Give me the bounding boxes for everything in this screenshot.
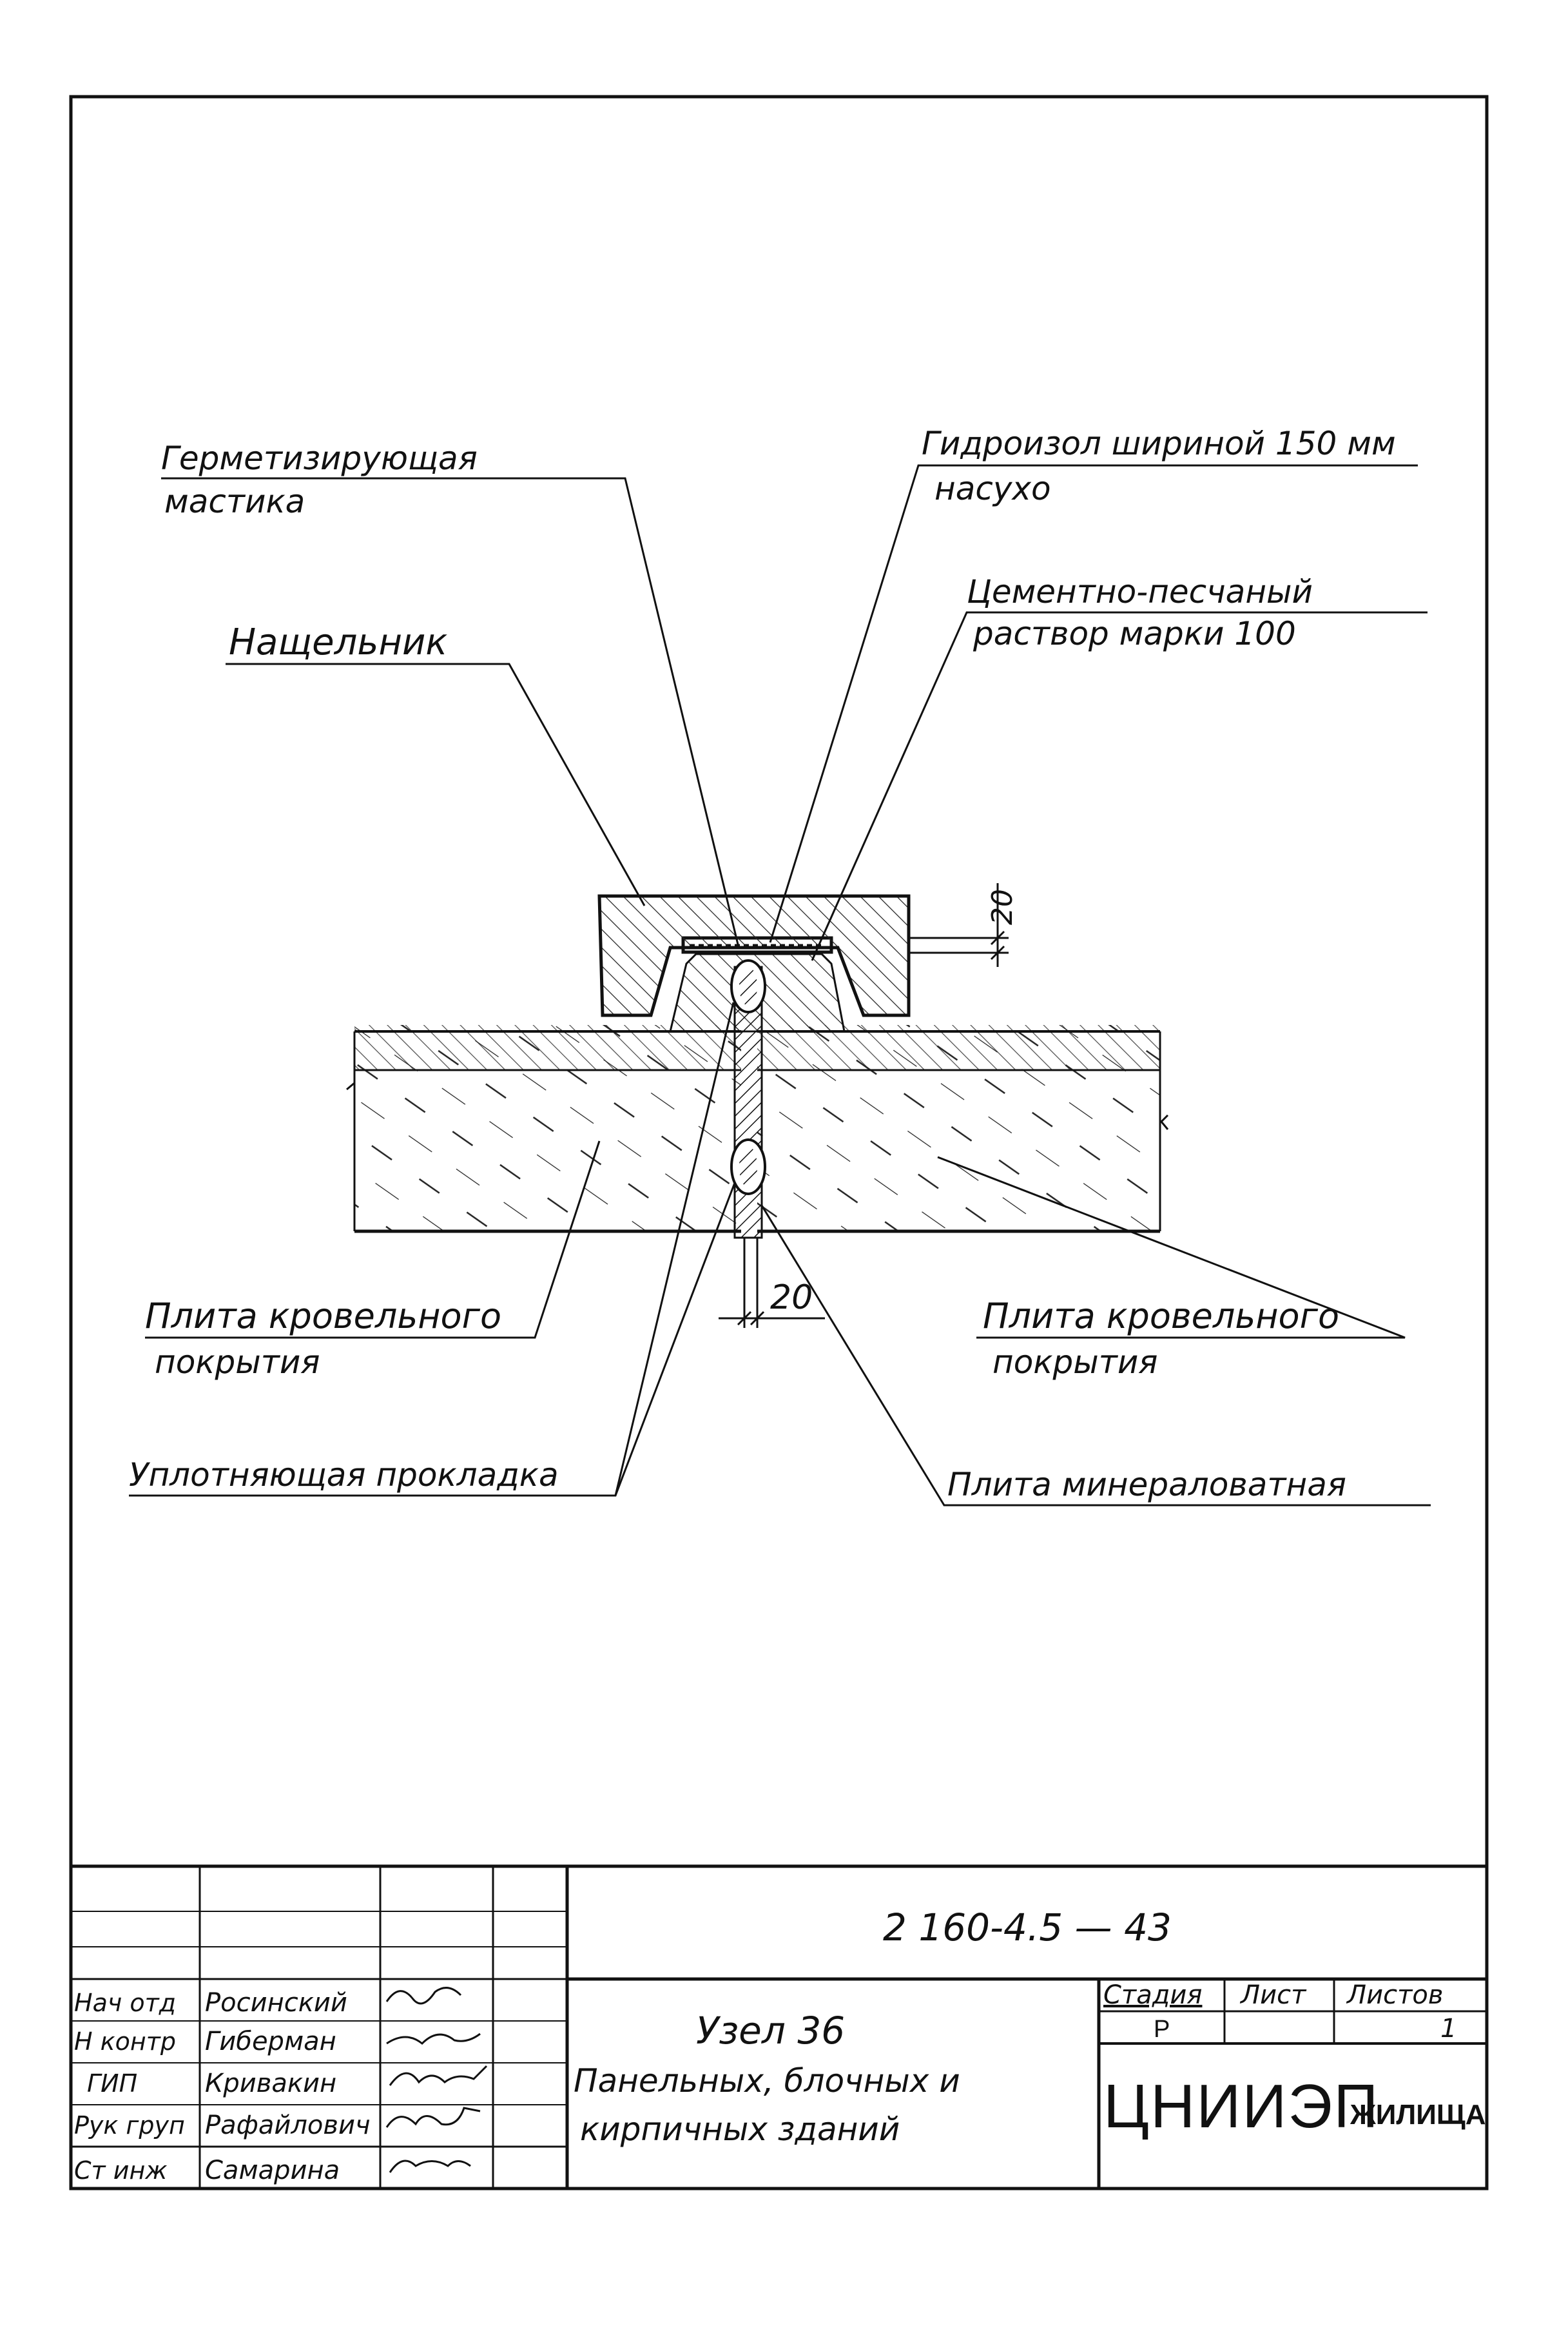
cover-strip <box>597 894 911 1017</box>
label-mortar-2: раствор марки 100 <box>973 615 1296 652</box>
stage-header: Стадия <box>1103 1980 1202 2010</box>
label-hydro-insulation-2: насухо <box>934 470 1051 507</box>
dimension-bottom-value: 20 <box>770 1278 813 1317</box>
label-mortar: Цементно-песчаный <box>967 573 1313 610</box>
sheets-header: Листов <box>1346 1980 1443 2010</box>
label-slab-left: Плита кровельного <box>145 1296 501 1336</box>
callouts <box>129 464 1431 1507</box>
label-sealing-mastic: Герметизирующая <box>161 440 478 477</box>
left-roof-slab <box>346 1025 741 1233</box>
dimension-bottom <box>719 1238 825 1328</box>
person-name: Самарина <box>205 2156 340 2185</box>
label-gasket: Уплотняющая прокладка <box>129 1456 559 1494</box>
dimension-top <box>909 883 1009 967</box>
person-name: Росинский <box>205 1988 347 2018</box>
signatures-table: Нач отд Росинский Н контр Гиберман ГИП К… <box>74 1988 371 2185</box>
org-name-2: ЖИЛИЩА <box>1350 2099 1486 2131</box>
handwritten-signatures <box>385 1987 488 2173</box>
label-sealing-mastic-2: мастика <box>164 483 305 520</box>
document-code: 2 160-4.5 — 43 <box>883 1906 1172 1949</box>
person-role: ГИП <box>87 2069 137 2098</box>
joint-cross-section: 20 20 <box>346 883 1169 1328</box>
label-slab-right-2: покрытия <box>992 1343 1157 1381</box>
label-mineral-wool: Плита минераловатная <box>947 1466 1346 1503</box>
person-name: Рафайлович <box>205 2111 371 2140</box>
sheet-frame <box>69 95 1489 2190</box>
stage-value: Р <box>1154 2016 1170 2043</box>
sheet-header: Лист <box>1239 1980 1307 2010</box>
label-cover-strip: Нащельник <box>229 621 447 663</box>
person-name: Гиберман <box>205 2027 336 2056</box>
title-block <box>71 1864 1487 2189</box>
drawing-subtitle-2: кирпичных зданий <box>580 2111 900 2148</box>
person-role: Ст инж <box>74 2156 168 2185</box>
person-name: Кривакин <box>205 2069 336 2098</box>
drawing-subtitle-1: Панельных, блочных и <box>574 2062 960 2100</box>
label-slab-left-2: покрытия <box>155 1343 320 1381</box>
person-role: Н контр <box>74 2027 176 2056</box>
label-slab-right: Плита кровельного <box>983 1296 1339 1336</box>
sheets-value: 1 <box>1440 2014 1457 2043</box>
person-role: Нач отд <box>74 1989 176 2017</box>
person-role: Рук груп <box>74 2111 185 2140</box>
dimension-top-value: 20 <box>986 889 1019 925</box>
org-name: ЦНИИЭП <box>1103 2072 1379 2141</box>
right-roof-slab <box>757 1025 1169 1233</box>
drawing-title: Узел 36 <box>696 2009 845 2053</box>
label-hydro-insulation: Гидроизол шириной 150 мм <box>922 425 1396 462</box>
